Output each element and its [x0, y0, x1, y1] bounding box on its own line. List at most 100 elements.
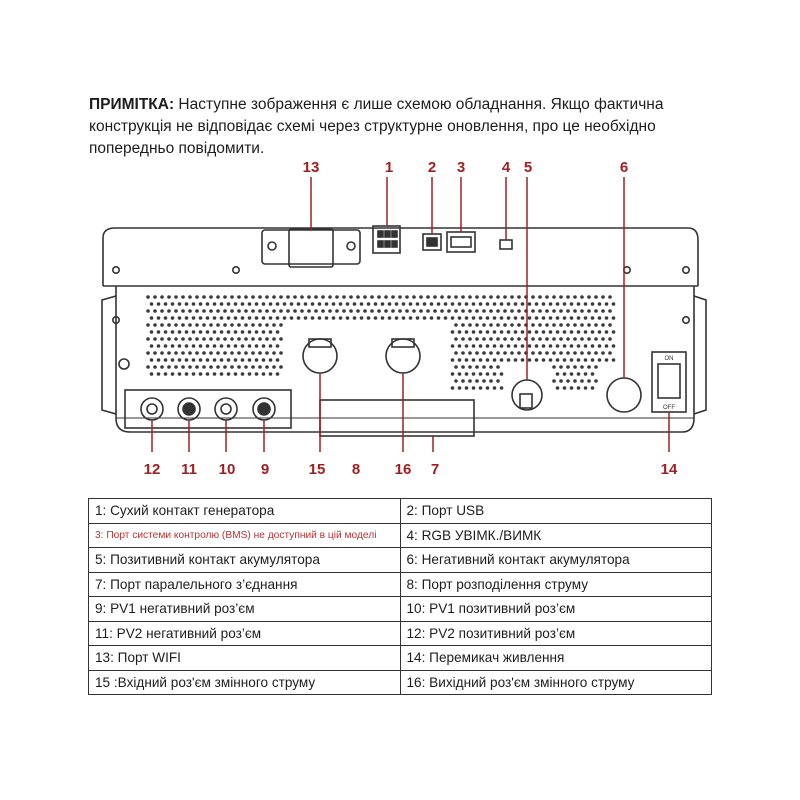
vent-hole	[604, 302, 609, 306]
vent-hole	[576, 330, 581, 334]
vent-hole	[468, 295, 472, 299]
vent-hole	[573, 309, 577, 313]
vent-hole	[198, 302, 203, 306]
vent-hole	[601, 351, 605, 355]
vent-hole	[545, 295, 549, 299]
vent-hole	[244, 295, 248, 299]
vent-hole	[461, 295, 465, 299]
vent-hole	[471, 344, 476, 348]
terminal-hole	[257, 402, 271, 416]
vent-hole	[265, 309, 269, 313]
vent-hole	[552, 351, 556, 355]
vent-hole	[531, 295, 535, 299]
vent-hole	[517, 309, 521, 313]
vent-hole	[191, 344, 196, 348]
pin	[377, 240, 384, 248]
vent-hole	[450, 372, 455, 376]
vent-hole	[482, 337, 486, 341]
ac-input-clip	[308, 338, 332, 348]
vent-hole	[352, 316, 357, 320]
vent-hole	[275, 302, 280, 306]
vent-hole	[223, 351, 227, 355]
vent-hole	[233, 358, 238, 362]
vent-hole	[468, 309, 472, 313]
vent-hole	[503, 351, 507, 355]
vent-hole	[230, 295, 234, 299]
vent-hole	[426, 309, 430, 313]
vent-hole	[489, 309, 493, 313]
vent-hole	[457, 316, 462, 320]
vent-hole	[181, 365, 185, 369]
vent-hole	[342, 295, 346, 299]
vent-hole	[478, 372, 483, 376]
vent-hole	[468, 365, 472, 369]
vent-hole	[447, 295, 451, 299]
vent-hole	[534, 344, 539, 348]
vent-hole	[485, 316, 490, 320]
vent-hole	[503, 295, 507, 299]
vent-hole	[517, 323, 521, 327]
vent-hole	[398, 295, 402, 299]
vent-hole	[496, 351, 500, 355]
vent-hole	[163, 316, 168, 320]
vent-hole	[510, 351, 514, 355]
vent-hole	[184, 302, 189, 306]
callout-15: 15	[309, 461, 326, 478]
vent-hole	[534, 302, 539, 306]
vent-hole	[398, 309, 402, 313]
vent-hole	[254, 344, 259, 348]
vent-hole	[188, 295, 192, 299]
vent-hole	[209, 309, 213, 313]
vent-hole	[170, 344, 175, 348]
vent-hole	[163, 344, 168, 348]
vent-hole	[279, 295, 283, 299]
vent-hole	[233, 302, 238, 306]
vent-hole	[468, 337, 472, 341]
vent-hole	[254, 316, 259, 320]
vent-hole	[450, 302, 455, 306]
vent-hole	[258, 323, 262, 327]
pin	[384, 230, 391, 238]
vent-hole	[527, 302, 532, 306]
vent-hole	[559, 309, 563, 313]
vent-hole	[590, 302, 595, 306]
vent-hole	[310, 316, 315, 320]
vent-hole	[226, 316, 231, 320]
vent-hole	[240, 344, 245, 348]
vent-hole	[559, 379, 563, 383]
vent-hole	[447, 309, 451, 313]
vent-hole	[506, 344, 511, 348]
vent-hole	[510, 337, 514, 341]
vent-hole	[184, 372, 189, 376]
legend-cell: 6: Негативний контакт акумулятора	[399, 547, 712, 573]
vent-hole	[251, 295, 255, 299]
vent-hole	[149, 358, 154, 362]
vent-hole	[195, 351, 199, 355]
vent-hole	[188, 309, 192, 313]
vent-hole	[237, 351, 241, 355]
vent-hole	[489, 365, 493, 369]
vent-hole	[454, 295, 458, 299]
vent-hole	[559, 351, 563, 355]
callout-2: 2	[428, 159, 436, 176]
vent-hole	[587, 309, 591, 313]
vent-hole	[482, 309, 486, 313]
vent-hole	[552, 365, 556, 369]
vent-hole	[177, 330, 182, 334]
vent-hole	[272, 323, 276, 327]
vent-hole	[569, 344, 574, 348]
vent-hole	[566, 351, 570, 355]
vent-hole	[464, 330, 469, 334]
vent-hole	[475, 337, 479, 341]
pv2-positive-terminal	[140, 397, 164, 421]
vent-hole	[580, 309, 584, 313]
vent-hole	[233, 316, 238, 320]
vent-hole	[443, 302, 448, 306]
vent-hole	[513, 316, 518, 320]
vent-hole	[478, 344, 483, 348]
vent-hole	[219, 372, 224, 376]
bms-port-inner	[450, 236, 472, 248]
